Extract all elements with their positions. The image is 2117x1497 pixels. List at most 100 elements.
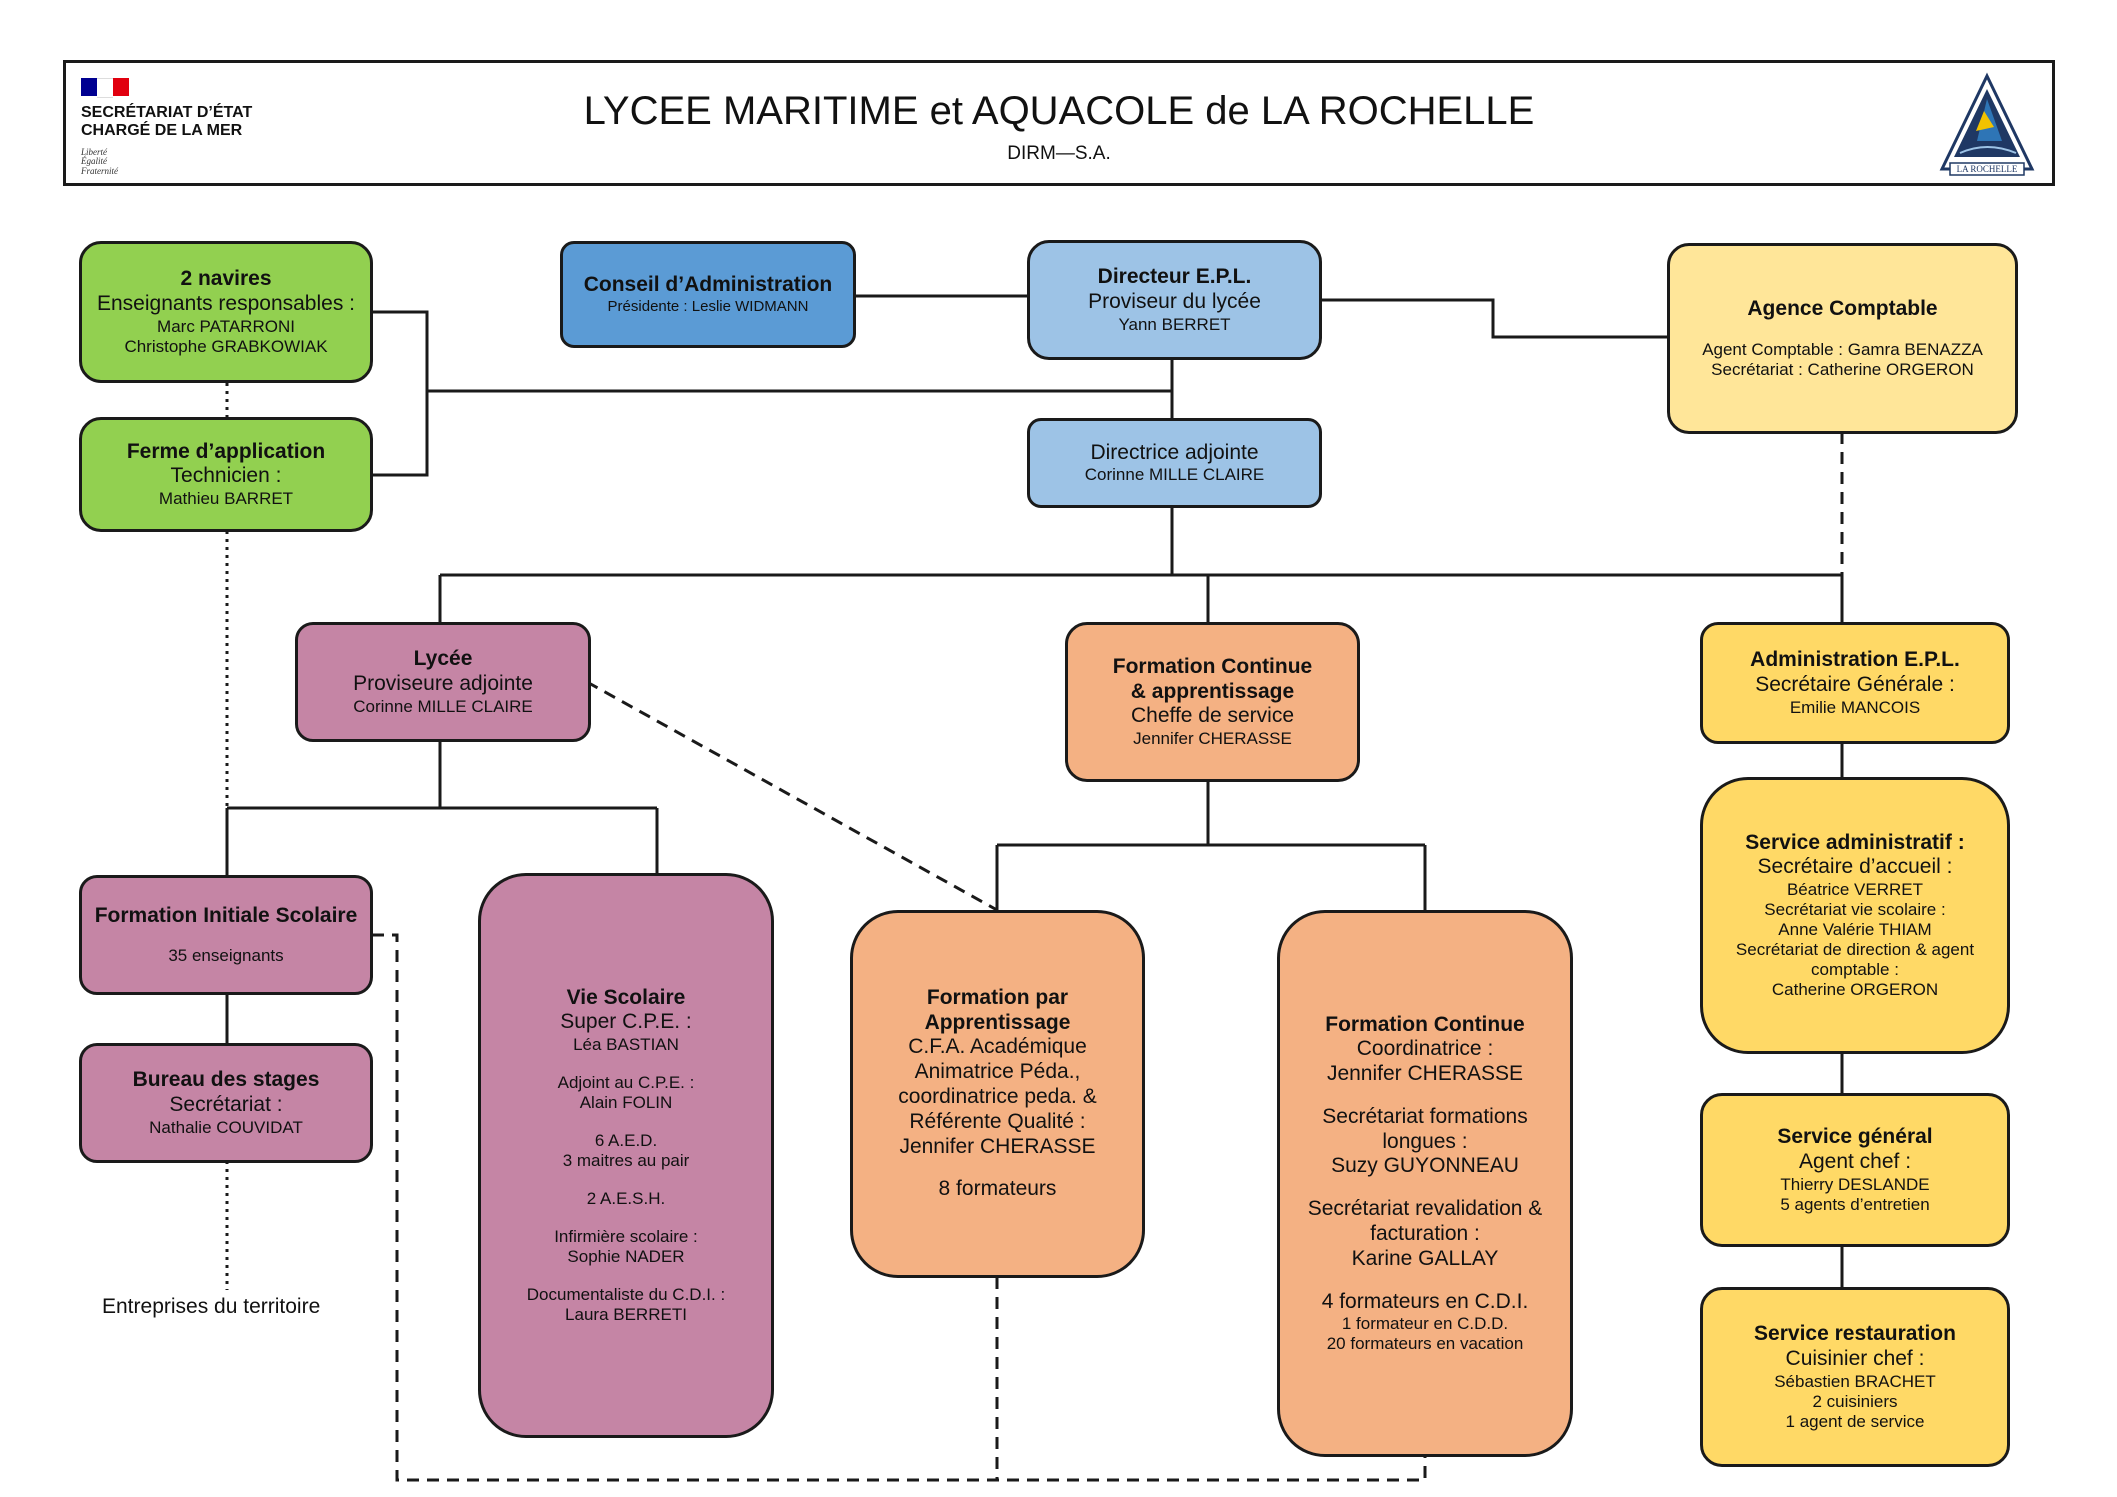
bureau-title: Bureau des stages	[132, 1068, 320, 1092]
page-subtitle: DIRM—S.A.	[1007, 143, 1111, 164]
school-emblem-icon: LA ROCHELLE	[1932, 71, 2042, 181]
entreprises-label: Entreprises du territoire	[102, 1295, 321, 1318]
vie-line-10: Documentaliste du C.D.I. :	[526, 1285, 726, 1305]
vie-line-3: Adjoint au C.P.E. :	[557, 1073, 695, 1093]
service-admin-title: Service administratif :	[1745, 830, 1965, 854]
ferme-name: Mathieu BARRET	[158, 489, 294, 509]
service-general-line-1: Thierry DESLANDE	[1780, 1174, 1930, 1194]
lycee-title: Lycée	[413, 647, 473, 671]
school-logo-text: LA ROCHELLE	[1957, 164, 2018, 174]
restauration-title: Service restauration	[1754, 1322, 1956, 1346]
fpa-line-4: Référente Qualité :	[909, 1109, 1086, 1133]
fpa-title-2: Apprentissage	[924, 1010, 1071, 1034]
fpa-line-5: Jennifer CHERASSE	[899, 1134, 1096, 1158]
fc-line-11: 20 formateurs en vacation	[1326, 1334, 1524, 1354]
service-admin-line-3: Anne Valérie THIAM	[1778, 920, 1932, 940]
fpa-line-2: Animatrice Péda.,	[914, 1060, 1081, 1084]
service-general-title: Service général	[1777, 1125, 1933, 1149]
service-general-line-2: 5 agents d’entretien	[1780, 1194, 1930, 1214]
service-admin-line-2: Secrétariat vie scolaire :	[1764, 900, 1946, 920]
box-formation-initiale: Formation Initiale Scolaire 35 enseignan…	[79, 875, 373, 995]
vie-line-9: Sophie NADER	[567, 1247, 685, 1267]
vie-line-2: Léa BASTIAN	[573, 1035, 679, 1055]
box-lycee: Lycée Proviseure adjointe Corinne MILLE …	[295, 622, 591, 742]
vie-line-8: Infirmière scolaire :	[554, 1227, 698, 1247]
directeur-title: Directeur E.P.L.	[1097, 265, 1252, 289]
box-formation-continue: Formation Continue Coordinatrice : Jenni…	[1277, 910, 1573, 1457]
navires-title: 2 navires	[180, 267, 272, 291]
box-service-administratif: Service administratif : Secrétaire d’acc…	[1700, 777, 2010, 1054]
ferme-title: Ferme d’application	[126, 439, 326, 463]
government-name: SECRÉTARIAT D’ÉTAT CHARGÉ DE LA MER	[81, 104, 253, 140]
service-admin-line-1: Béatrice VERRET	[1786, 880, 1924, 900]
fpa-line-1: C.F.A. Académique	[908, 1035, 1087, 1059]
agence-title: Agence Comptable	[1747, 297, 1938, 321]
ferme-role: Technicien :	[170, 464, 282, 488]
navires-name-1: Marc PATARRONI	[157, 316, 295, 336]
french-flag-icon	[81, 78, 129, 98]
page-title: LYCEE MARITIME et AQUACOLE de LA ROCHELL…	[583, 89, 1535, 133]
box-bureau-stages: Bureau des stages Secrétariat : Nathalie…	[79, 1043, 373, 1163]
restauration-line-2: 2 cuisiniers	[1812, 1391, 1898, 1411]
fc-title: Formation Continue	[1325, 1012, 1525, 1036]
fpa-line-3: coordinatrice peda. &	[898, 1085, 1097, 1108]
fc-line-9: 4 formateurs en C.D.I.	[1321, 1289, 1529, 1313]
fcapp-title-1: Formation Continue	[1112, 654, 1313, 678]
service-admin-line-5: comptable :	[1811, 960, 1899, 980]
vie-line-5: 6 A.E.D.	[594, 1131, 658, 1151]
fpa-title-1: Formation par	[926, 985, 1069, 1009]
box-agence: Agence Comptable Agent Comptable : Gamra…	[1667, 243, 2018, 434]
dashed-lycee-fpa	[586, 680, 998, 912]
fc-line-6: Secrétariat revalidation &	[1307, 1197, 1543, 1221]
lycee-role: Proviseure adjointe	[353, 671, 533, 695]
fc-line-8: Karine GALLAY	[1351, 1246, 1499, 1270]
fcapp-role: Cheffe de service	[1130, 704, 1295, 728]
adjointe-name: Corinne MILLE CLAIRE	[1084, 465, 1265, 485]
navires-role: Enseignants responsables :	[97, 291, 355, 315]
line-directeur-agence	[1320, 298, 1667, 339]
directeur-role: Proviseur du lycée	[1088, 289, 1261, 313]
admin-epl-name: Emilie MANCOIS	[1789, 697, 1921, 717]
restauration-line-1: Sébastien BRACHET	[1774, 1371, 1936, 1391]
box-adjointe: Directrice adjointe Corinne MILLE CLAIRE	[1027, 418, 1322, 508]
service-admin-role: Secrétaire d’accueil :	[1757, 855, 1953, 879]
vie-title: Vie Scolaire	[566, 985, 686, 1009]
service-general-role: Agent chef :	[1798, 1149, 1912, 1173]
fc-line-7: facturation :	[1370, 1221, 1480, 1245]
government-logo: SECRÉTARIAT D’ÉTAT CHARGÉ DE LA MER Libe…	[81, 78, 311, 178]
fpa-footer: 8 formateurs	[938, 1177, 1057, 1201]
fc-line-4: longues :	[1382, 1129, 1468, 1153]
fcapp-name: Jennifer CHERASSE	[1133, 729, 1292, 749]
header-banner: SECRÉTARIAT D’ÉTAT CHARGÉ DE LA MER Libe…	[63, 60, 2055, 186]
box-admin-epl: Administration E.P.L. Secrétaire Général…	[1700, 622, 2010, 744]
bureau-name: Nathalie COUVIDAT	[149, 1117, 303, 1137]
fis-title: Formation Initiale Scolaire	[94, 903, 358, 927]
lycee-name: Corinne MILLE CLAIRE	[353, 696, 533, 716]
conseil-title: Conseil d’Administration	[583, 273, 833, 297]
box-service-restauration: Service restauration Cuisinier chef : Sé…	[1700, 1287, 2010, 1467]
adjointe-role: Directrice adjointe	[1090, 440, 1259, 464]
fcapp-title-2: & apprentissage	[1130, 679, 1295, 703]
service-admin-line-6: Catherine ORGERON	[1771, 980, 1939, 1000]
box-conseil: Conseil d’Administration Présidente : Le…	[560, 241, 856, 348]
restauration-role: Cuisinier chef :	[1785, 1346, 1925, 1370]
fis-count: 35 enseignants	[168, 946, 284, 966]
admin-epl-role: Secrétaire Générale :	[1755, 672, 1955, 696]
box-service-general: Service général Agent chef : Thierry DES…	[1700, 1093, 2010, 1247]
line-navires-bracket	[372, 310, 429, 477]
box-navires: 2 navires Enseignants responsables : Mar…	[79, 241, 373, 383]
vie-line-6: 3 maitres au pair	[562, 1151, 690, 1171]
service-admin-line-4: Secrétariat de direction & agent	[1735, 940, 1975, 960]
admin-epl-title: Administration E.P.L.	[1750, 648, 1960, 672]
restauration-line-3: 1 agent de service	[1785, 1411, 1925, 1431]
vie-role: Super C.P.E. :	[560, 1010, 692, 1034]
agence-line-1: Agent Comptable : Gamra BENAZZA	[1702, 339, 1983, 359]
fc-line-1: Coordinatrice :	[1356, 1037, 1494, 1061]
fc-line-5: Suzy GUYONNEAU	[1331, 1154, 1519, 1178]
box-formation-apprentissage: Formation par Apprentissage C.F.A. Acadé…	[850, 910, 1145, 1278]
conseil-name: Présidente : Leslie WIDMANN	[607, 298, 809, 316]
fc-line-2: Jennifer CHERASSE	[1326, 1062, 1524, 1086]
vie-line-4: Alain FOLIN	[579, 1093, 673, 1113]
box-fc-apprentissage: Formation Continue & apprentissage Cheff…	[1065, 622, 1360, 782]
